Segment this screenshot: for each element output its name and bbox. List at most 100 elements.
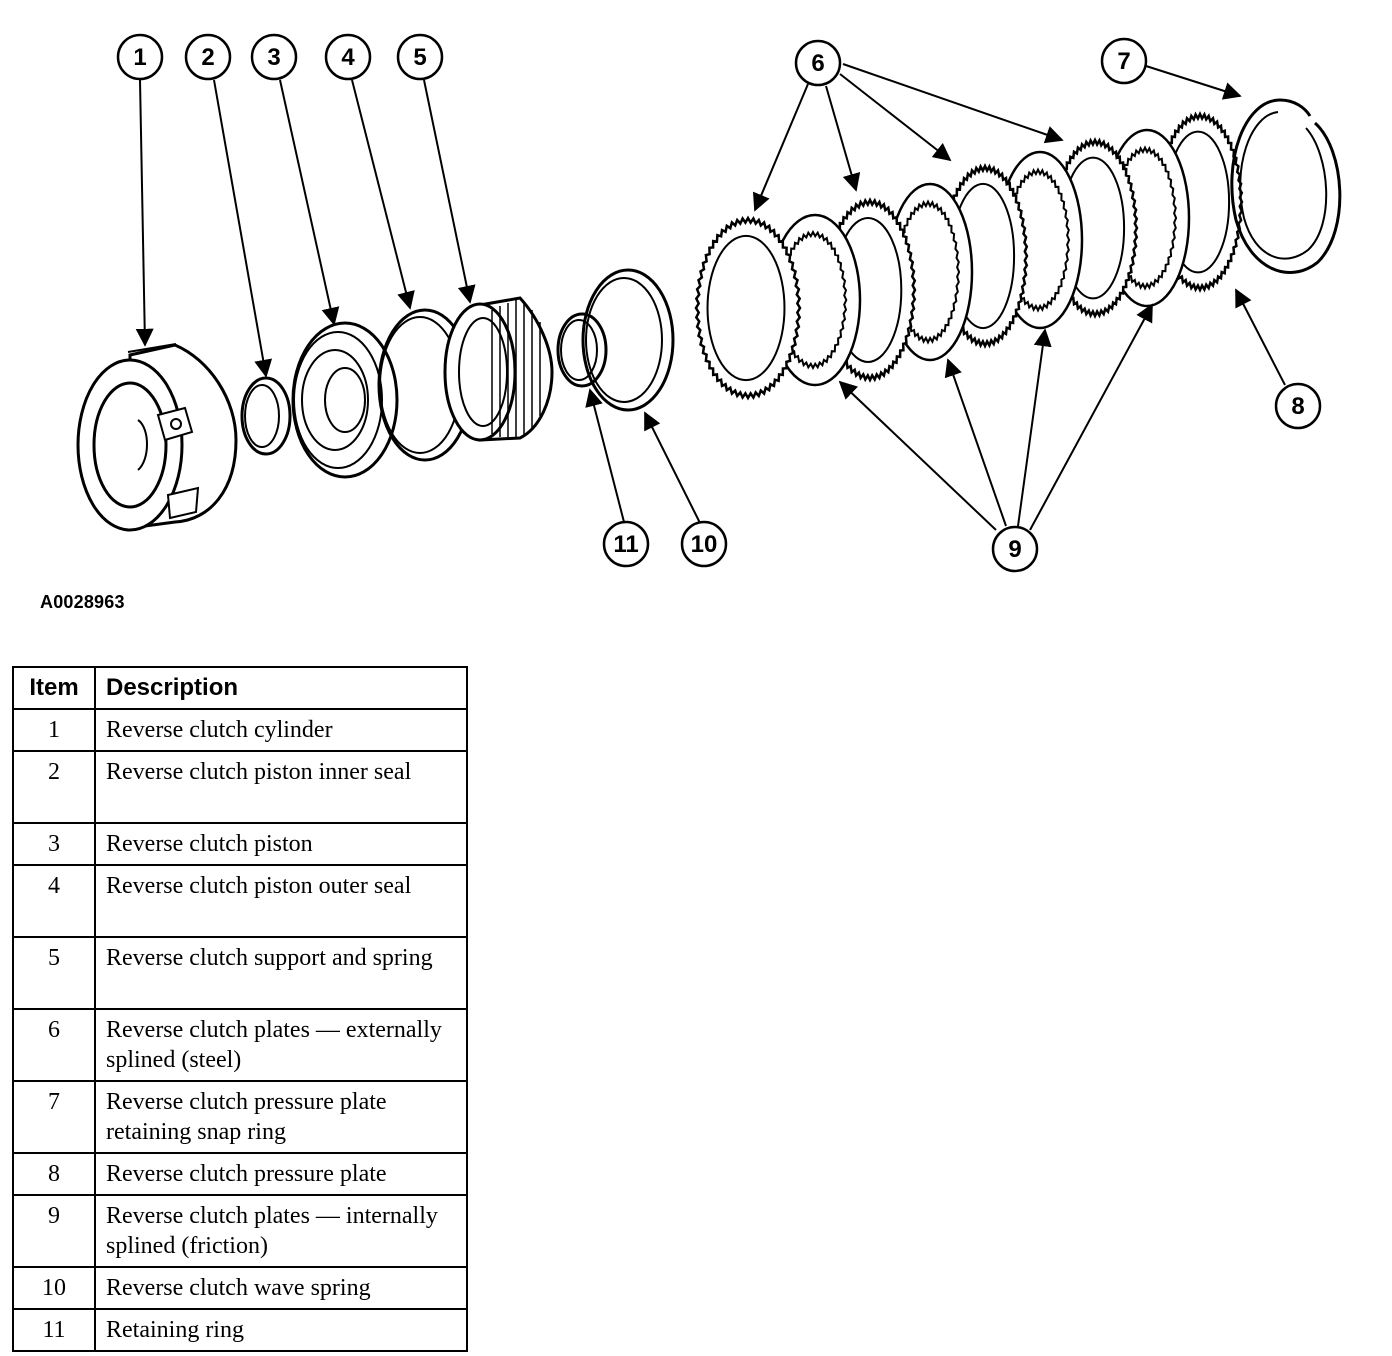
callout-number: 5 [413, 44, 426, 71]
part-reverse-clutch-piston [291, 321, 399, 479]
part-piston-inner-seal [240, 376, 292, 456]
callout-layer: 1 2 3 4 5 6 7 8 9 10 11 [116, 33, 1322, 573]
leader-1 [135, 79, 154, 347]
clutch-plate-stack [694, 111, 1244, 401]
callout-circle [396, 33, 444, 81]
leader-lines [135, 63, 1286, 531]
legend-item-description: Reverse clutch piston inner seal [94, 750, 468, 824]
leader-9a [838, 380, 997, 531]
callout-circle [184, 33, 232, 81]
callout-circle [680, 520, 728, 568]
callout-circle [602, 520, 650, 568]
figure-id: A0028963 [40, 592, 125, 612]
callout-number: 2 [201, 44, 214, 71]
callout-circle [250, 33, 298, 81]
callout-2: 2 [184, 33, 232, 81]
legend-item-number: 9 [12, 1194, 96, 1268]
callout-circle [1274, 382, 1322, 430]
legend-item-description: Reverse clutch pressure plate [94, 1152, 468, 1196]
legend-item-number: 3 [12, 822, 96, 866]
callout-5: 5 [396, 33, 444, 81]
leader-8 [1235, 288, 1286, 386]
callout-number: 1 [133, 44, 146, 71]
legend-item-description: Reverse clutch piston outer seal [94, 864, 468, 938]
callout-number: 6 [811, 50, 824, 77]
leader-9c [1017, 328, 1052, 527]
legend-item-number: 7 [12, 1080, 96, 1154]
leader-9b [944, 358, 1007, 527]
callout-number: 11 [613, 531, 638, 558]
callout-6: 6 [794, 39, 842, 87]
callout-circle [794, 39, 842, 87]
legend-item-description: Reverse clutch plates — internally splin… [94, 1194, 468, 1268]
callout-circle [324, 33, 372, 81]
leader-4 [351, 79, 415, 310]
legend-item-number: 8 [12, 1152, 96, 1196]
leader-5 [423, 79, 476, 304]
callout-4: 4 [324, 33, 372, 81]
steel-plate [694, 215, 802, 401]
leader-6b [825, 85, 861, 192]
legend-item-description: Reverse clutch plates — externally splin… [94, 1008, 468, 1082]
legend-item-description: Reverse clutch support and spring [94, 936, 468, 1010]
callout-9: 9 [991, 525, 1039, 573]
callout-number: 10 [691, 531, 718, 558]
callout-number: 9 [1008, 536, 1021, 563]
part-retaining-snap-ring [1230, 98, 1342, 274]
legend-item-description: Retaining ring [94, 1308, 468, 1352]
callout-circle [116, 33, 164, 81]
exploded-view-diagram: 1 2 3 4 5 6 7 8 9 10 11 [76, 33, 1342, 573]
callout-number: 3 [267, 44, 280, 71]
leader-9d [1029, 303, 1153, 531]
legend-item-description: Reverse clutch piston [94, 822, 468, 866]
legend-item-number: 10 [12, 1266, 96, 1310]
legend-header-description: Description [94, 666, 468, 710]
legend-item-description: Reverse clutch pressure plate retaining … [94, 1080, 468, 1154]
part-reverse-clutch-cylinder [76, 343, 238, 532]
leader-3 [279, 79, 340, 326]
legend-item-number: 2 [12, 750, 96, 824]
leader-11 [585, 388, 625, 523]
callout-1: 1 [116, 33, 164, 81]
part-support-and-spring [443, 296, 554, 442]
legend-header-row: Item Description [12, 666, 468, 710]
leader-6a [752, 83, 809, 212]
legend-item-number: 6 [12, 1008, 96, 1082]
part-retaining-ring [556, 312, 608, 388]
callout-8: 8 [1274, 382, 1322, 430]
callout-number: 4 [341, 44, 355, 71]
leader-7 [1145, 65, 1242, 100]
leader-6c [839, 73, 952, 162]
callout-circle [991, 525, 1039, 573]
callout-number: 7 [1117, 48, 1130, 75]
callout-circle [1100, 37, 1148, 85]
legend-item-description: Reverse clutch cylinder [94, 708, 468, 752]
callout-10: 10 [680, 520, 728, 568]
legend-item-number: 4 [12, 864, 96, 938]
legend-item-number: 1 [12, 708, 96, 752]
legend-item-number: 5 [12, 936, 96, 1010]
callout-3: 3 [250, 33, 298, 81]
part-wave-spring [581, 268, 675, 412]
leader-2 [213, 79, 273, 378]
legend-item-number: 11 [12, 1308, 96, 1352]
legend-header-item: Item [12, 666, 96, 710]
callout-number: 8 [1291, 393, 1304, 420]
callout-11: 11 [602, 520, 650, 568]
legend-item-description: Reverse clutch wave spring [94, 1266, 468, 1310]
leader-6d [842, 63, 1064, 144]
callout-7: 7 [1100, 37, 1148, 85]
leader-10 [644, 411, 701, 524]
